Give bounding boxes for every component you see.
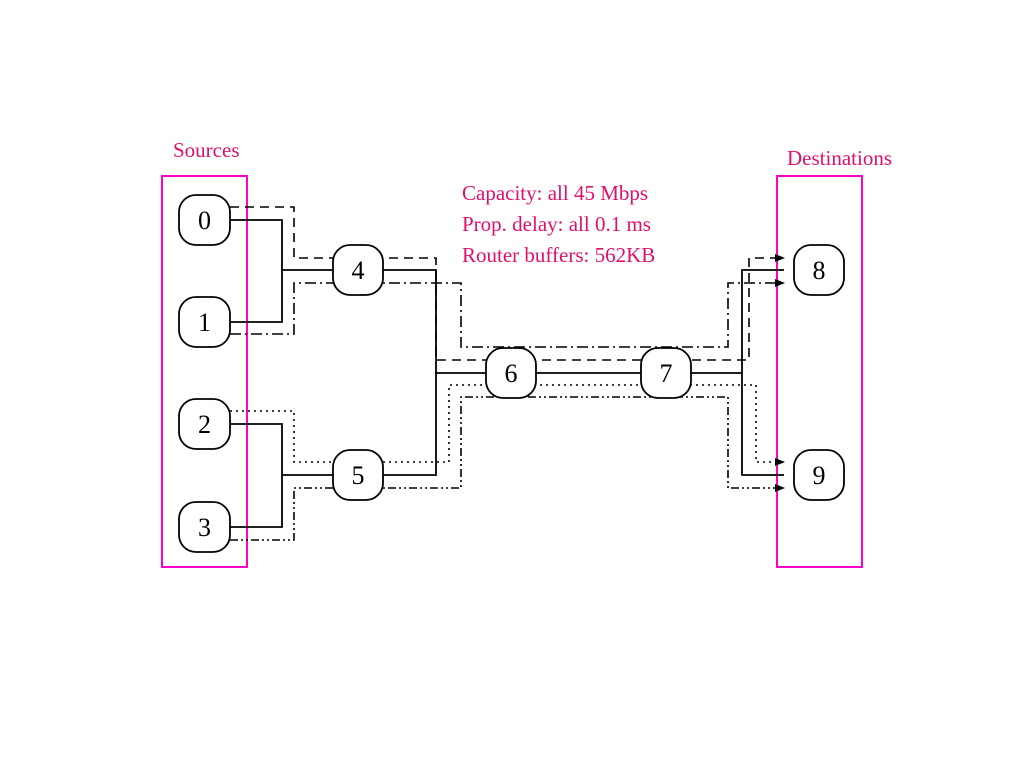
sources-label: Sources (173, 138, 240, 162)
node-4-label: 4 (352, 256, 365, 285)
flow-1-to-8-dashdot (230, 279, 785, 348)
destinations-group-box (776, 175, 863, 568)
node-9-shape (793, 449, 845, 501)
node-2-shape (178, 398, 231, 450)
node-3-label: 3 (198, 513, 211, 542)
node-0-label: 0 (198, 206, 211, 235)
node-1-label: 1 (198, 308, 211, 337)
flow-2-to-9-dotted (230, 384, 785, 466)
link-0-4 (230, 219, 333, 271)
node-7: 7 (640, 347, 692, 399)
node-1: 1 (178, 296, 231, 348)
node-9-label: 9 (813, 461, 826, 490)
node-6-label: 6 (505, 359, 518, 388)
node-9: 9 (793, 449, 845, 501)
flow-0-to-8-dashed (230, 206, 785, 361)
link-4-6 (383, 269, 486, 374)
node-4: 4 (332, 244, 384, 296)
node-3: 3 (178, 501, 231, 553)
node-8: 8 (793, 244, 845, 296)
node-5-shape (332, 449, 384, 501)
node-2: 2 (178, 398, 231, 450)
node-0-shape (178, 194, 231, 246)
link-3-5 (230, 475, 283, 528)
node-7-label: 7 (660, 359, 673, 388)
link-2-5 (230, 423, 333, 476)
link-7-9 (741, 373, 784, 476)
capacity-text: Capacity: all 45 Mbps (462, 181, 648, 205)
node-8-label: 8 (813, 256, 826, 285)
node-3-shape (178, 501, 231, 553)
node-6: 6 (485, 347, 537, 399)
node-4-shape (332, 244, 384, 296)
node-1-shape (178, 296, 231, 348)
link-info-annotation: Capacity: all 45 Mbps Prop. delay: all 0… (462, 181, 655, 267)
link-7-8 (691, 269, 784, 374)
node-6-shape (485, 347, 537, 399)
solid-links (230, 219, 784, 528)
node-8-shape (793, 244, 845, 296)
sources-group-box (161, 175, 248, 568)
node-5: 5 (332, 449, 384, 501)
buffers-text: Router buffers: 562KB (462, 243, 655, 267)
node-7-shape (640, 347, 692, 399)
flow-3-to-9-dashdotdot (230, 396, 785, 541)
node-2-label: 2 (198, 410, 211, 439)
delay-text: Prop. delay: all 0.1 ms (462, 212, 651, 236)
link-5-6 (383, 373, 437, 476)
destinations-label: Destinations (787, 146, 892, 170)
node-0: 0 (178, 194, 231, 246)
node-5-label: 5 (352, 461, 365, 490)
link-1-4 (230, 270, 283, 323)
